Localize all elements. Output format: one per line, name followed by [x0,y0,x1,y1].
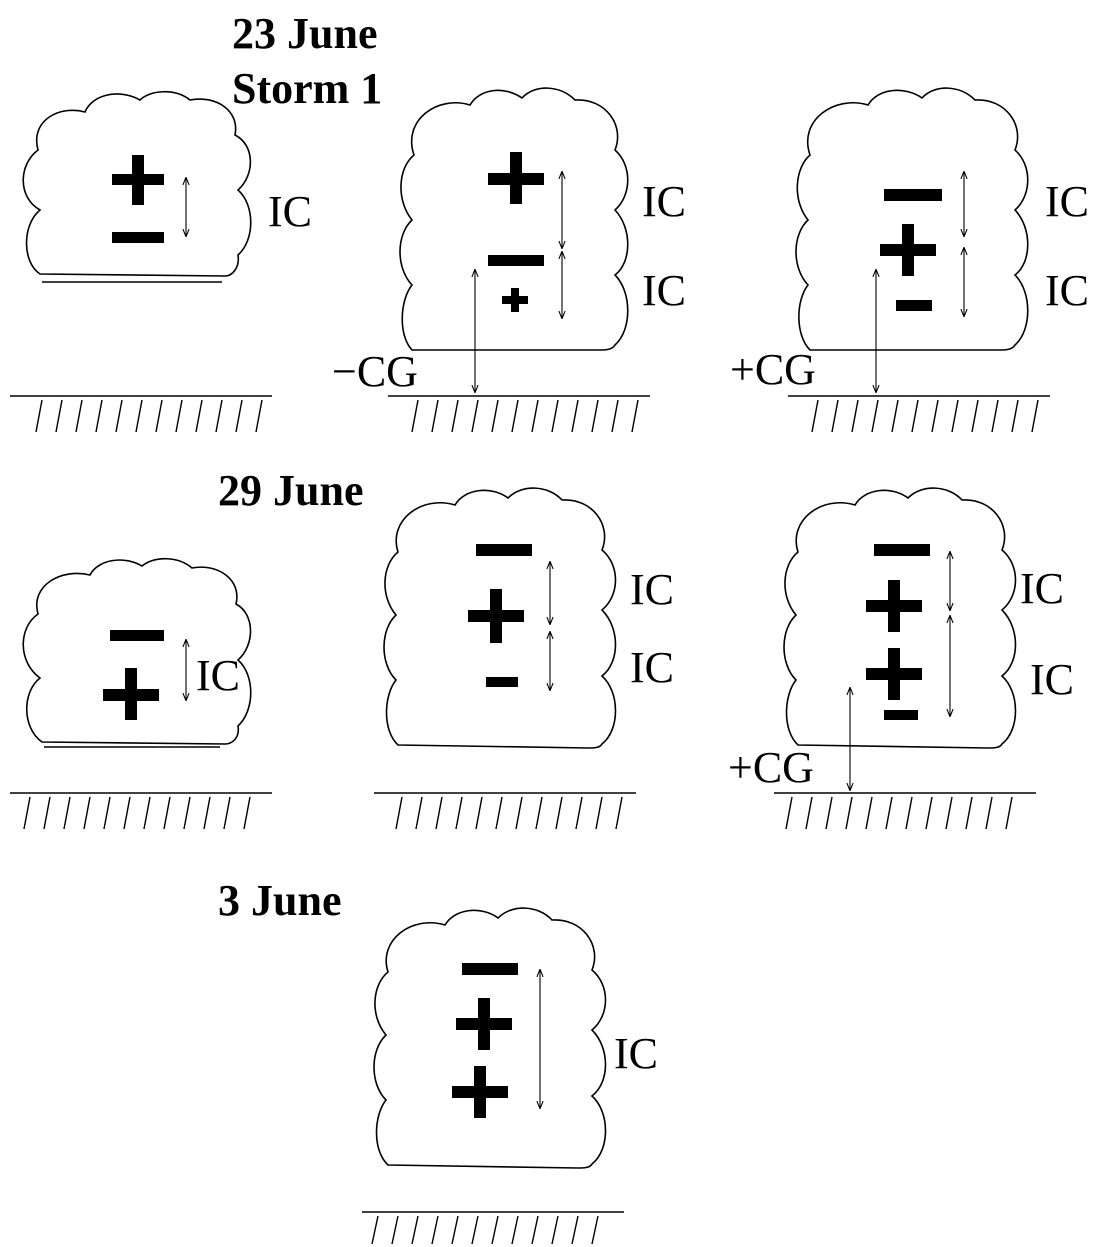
minus-charge [462,963,518,975]
ic-label-lower: IC [642,266,686,315]
minus-charge [884,710,918,720]
minus-charge [874,544,930,556]
plus-charge [478,998,490,1050]
ic-label-lower: IC [1030,655,1074,704]
ic-label-upper: IC [1020,564,1064,613]
title-3-june: 3 June [218,876,341,925]
plus-charge [490,589,502,643]
ic-label-lower: IC [630,643,674,692]
ground-hatch [811,399,1039,433]
ground-hatch [35,399,263,433]
ic-label: IC [614,1029,658,1078]
plus-charge [510,152,522,204]
minus-charge [476,544,532,556]
panel-3june: IC [362,907,658,1245]
panel-29june-b: IC IC [374,487,674,830]
ic-label-upper: IC [642,177,686,226]
pos-cg-label: +CG [728,743,814,792]
minus-charge [112,232,164,243]
ic-label-upper: IC [1045,177,1089,226]
ground-hatch [395,796,623,830]
ic-label-lower: IC [1045,266,1089,315]
minus-charge [110,630,164,641]
panel-23june-a: IC [10,90,312,433]
ground-hatch [23,796,251,830]
ic-label: IC [196,651,240,700]
cloud [22,557,252,745]
plus-charge [902,224,914,276]
panel-23june-c: IC IC +CG [730,87,1089,433]
plus-charge [125,668,137,720]
title-23-june: 23 June [232,9,377,58]
plus-charge [888,580,900,632]
minus-charge [896,300,932,311]
minus-charge [884,189,942,201]
cloud [795,87,1029,351]
panel-29june-c: IC IC +CG [728,487,1074,830]
plus-charge [888,648,900,700]
pos-cg-label: +CG [730,345,816,394]
panel-23june-b: IC IC −CG [332,87,686,433]
ground-hatch [411,399,639,433]
ic-label-upper: IC [630,565,674,614]
plus-charge [132,155,144,205]
plus-charge [474,1066,486,1118]
ic-label: IC [268,187,312,236]
minus-charge [486,677,518,687]
neg-cg-label: −CG [332,347,418,396]
cloud [399,87,629,351]
ground-hatch [371,1215,599,1245]
minus-charge [488,255,544,266]
title-storm-1: Storm 1 [232,64,382,113]
ground-hatch [785,796,1013,830]
plus-charge [511,288,519,312]
panel-29june-a: IC [10,557,272,830]
title-29-june: 29 June [218,466,363,515]
